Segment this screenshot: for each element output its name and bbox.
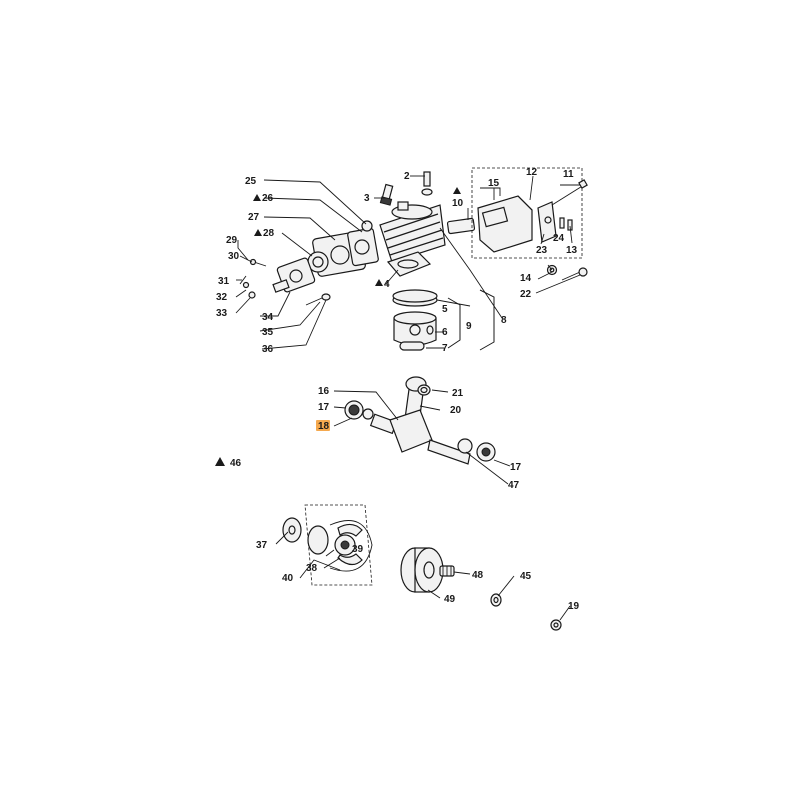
carburetor-screw[interactable] [249,258,267,267]
label-21: 21 [452,388,464,399]
label-7: 7 [442,343,448,354]
piston-rings[interactable] [392,289,438,307]
label-28: 28 [263,228,275,239]
label-3: 3 [364,193,370,204]
label-25: 25 [245,176,257,187]
spark-plug[interactable] [379,183,394,206]
label-40: 40 [282,573,294,584]
label-34: 34 [262,312,274,323]
label-5: 5 [442,304,448,315]
label-19: 19 [568,601,580,612]
leader-lines [235,175,581,621]
label-17-right: 17 [510,462,522,473]
bearing-left[interactable] [344,400,374,420]
label-45: 45 [520,571,532,582]
label-26: 26 [262,193,274,204]
piston-pin[interactable] [399,341,425,351]
needle-cage[interactable] [439,565,455,577]
label-46: 46 [230,458,242,469]
label-49: 49 [444,594,456,605]
label-38: 38 [306,563,318,574]
bearing-right[interactable] [457,438,496,462]
exhaust-gasket[interactable] [446,217,476,235]
screw-22[interactable] [561,267,588,281]
label-29: 29 [226,235,238,246]
label-36: 36 [262,344,274,355]
insulator-flange[interactable] [347,227,379,267]
muffler-plate[interactable] [537,201,557,243]
label-10: 10 [452,198,464,209]
clutch-box-dashed [304,504,373,586]
cylinder-gasket[interactable] [386,251,432,277]
clutch-spring[interactable] [329,520,373,572]
label-33: 33 [216,308,228,319]
label-23: 23 [536,245,548,256]
label-8: 8 [501,315,507,326]
clutch-drum[interactable] [400,547,444,593]
label-22: 22 [520,289,532,300]
clutch-hub[interactable] [334,534,356,556]
decompression-valve[interactable] [421,171,433,196]
triangle-icon [254,229,262,236]
triangle-icon [215,457,225,466]
label-11: 11 [563,169,574,180]
label-4: 4 [384,279,390,290]
label-27: 27 [248,212,260,223]
label-16: 16 [318,386,330,397]
carburetor-bolt[interactable] [305,293,331,306]
label-30: 30 [228,251,240,262]
highlight-badge [316,420,330,431]
label-47: 47 [508,480,520,491]
circlip[interactable] [426,325,434,335]
label-48: 48 [472,570,484,581]
triangle-icon [253,194,261,201]
washer-45[interactable] [490,593,502,607]
needle-bearing[interactable] [417,384,431,396]
label-13: 13 [566,245,578,256]
label-9: 9 [466,321,472,332]
muffler[interactable] [477,195,533,253]
cylinder[interactable] [379,201,446,263]
label-37: 37 [256,540,268,551]
label-39: 39 [352,544,364,555]
muffler-box-dashed [471,167,583,259]
label-2: 2 [404,171,410,182]
label-17-left: 17 [318,402,330,413]
flange-boss[interactable] [361,220,373,232]
clutch-shoes[interactable] [307,523,363,566]
label-12: 12 [526,167,538,178]
label-32: 32 [216,292,228,303]
label-24: 24 [553,233,565,244]
small-screws[interactable] [239,275,256,299]
label-35: 35 [262,327,274,338]
muffler-bolts[interactable] [551,179,588,231]
crankshaft[interactable] [369,409,471,465]
carburetor[interactable] [272,257,316,293]
clutch-washer[interactable] [282,517,302,543]
triangle-icon [453,187,461,194]
brackets [447,289,495,351]
nut-19[interactable] [550,619,562,631]
label-20: 20 [450,405,462,416]
label-6: 6 [442,327,448,338]
label-14: 14 [520,273,532,284]
label-31: 31 [218,276,230,287]
carburetor-gasket[interactable] [307,251,329,273]
label-18: 18 [318,421,330,432]
triangle-icon [375,279,383,286]
label-15: 15 [488,178,500,189]
